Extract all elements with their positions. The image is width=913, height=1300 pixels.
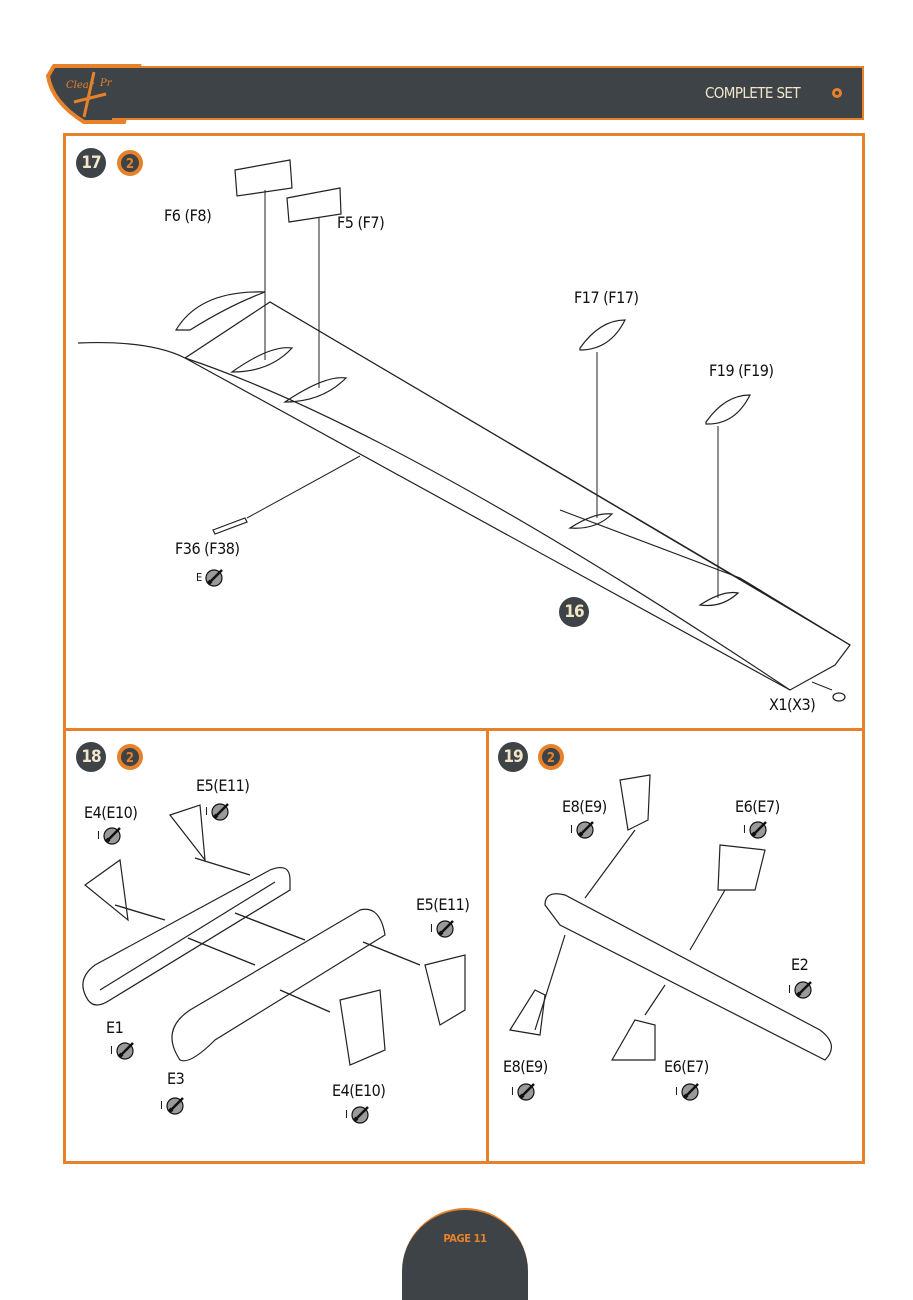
glue-brush-icon bbox=[103, 827, 121, 845]
svg-text:2: 2 bbox=[547, 751, 555, 766]
glue-type-letter: I bbox=[511, 1084, 514, 1098]
part-label: E3 bbox=[167, 1069, 185, 1088]
glue-marker: I bbox=[570, 819, 596, 839]
parts-step17 bbox=[212, 159, 846, 702]
repeat-2x-icon: 2 bbox=[538, 744, 564, 770]
glue-brush-icon bbox=[211, 803, 229, 821]
svg-text:Clear: Clear bbox=[66, 80, 95, 91]
glue-type-letter: I bbox=[743, 822, 746, 836]
glue-marker: I bbox=[511, 1081, 537, 1101]
bullet-icon bbox=[832, 88, 842, 98]
part-label: E8(E9) bbox=[503, 1057, 548, 1076]
glue-type-letter: I bbox=[205, 804, 208, 818]
instruction-frame bbox=[63, 133, 865, 1164]
wing-drawing bbox=[77, 291, 851, 691]
part-label: F36 (F38) bbox=[175, 539, 240, 558]
repeat-2x-icon: 2 bbox=[117, 150, 143, 176]
glue-marker: I bbox=[97, 825, 123, 845]
svg-text:Prop: Prop bbox=[99, 78, 125, 89]
glue-brush-icon bbox=[576, 821, 594, 839]
step-number-badge: 19 bbox=[498, 742, 528, 772]
glue-brush-icon bbox=[749, 821, 767, 839]
glue-marker: I bbox=[345, 1104, 371, 1124]
glue-type-letter: I bbox=[570, 822, 573, 836]
step-number-badge: 18 bbox=[76, 742, 106, 772]
glue-brush-icon bbox=[517, 1083, 535, 1101]
glue-marker: I bbox=[788, 979, 814, 999]
glue-type-letter: I bbox=[430, 921, 433, 935]
glue-type-letter: E bbox=[196, 570, 203, 584]
glue-brush-icon bbox=[681, 1083, 699, 1101]
glue-marker: I bbox=[160, 1095, 186, 1115]
glue-brush-icon bbox=[166, 1097, 184, 1115]
part-label: F17 (F17) bbox=[574, 288, 639, 307]
page-number: PAGE 11 bbox=[443, 1232, 487, 1245]
glue-type-letter: I bbox=[97, 828, 100, 842]
part-label: E6(E7) bbox=[664, 1057, 709, 1076]
glue-type-letter: I bbox=[675, 1084, 678, 1098]
part-label: F19 (F19) bbox=[709, 361, 774, 380]
arrows-step17 bbox=[246, 190, 833, 691]
svg-text:2: 2 bbox=[126, 751, 134, 766]
part-label: E5(E11) bbox=[196, 776, 250, 795]
glue-marker: I bbox=[675, 1081, 701, 1101]
glue-type-letter: I bbox=[160, 1098, 163, 1112]
part-label: F5 (F7) bbox=[337, 213, 385, 232]
repeat-2x-icon: 2 bbox=[117, 744, 143, 770]
glue-brush-icon bbox=[205, 569, 224, 587]
glue-type-letter: I bbox=[788, 982, 791, 996]
glue-marker: E bbox=[196, 567, 225, 587]
header-bar: COMPLETE SET bbox=[112, 66, 864, 120]
part-label: E4(E10) bbox=[332, 1081, 386, 1100]
glue-brush-icon bbox=[116, 1042, 134, 1060]
glue-marker: I bbox=[743, 819, 769, 839]
glue-marker: I bbox=[110, 1040, 136, 1060]
glue-brush-icon bbox=[351, 1106, 369, 1124]
divider bbox=[486, 728, 489, 1163]
part-label: E4(E10) bbox=[84, 803, 138, 822]
part-label: E2 bbox=[791, 955, 809, 974]
svg-text:2: 2 bbox=[126, 157, 134, 172]
pylon-drawing bbox=[509, 774, 832, 1061]
part-label: E5(E11) bbox=[416, 895, 470, 914]
part-label: E6(E7) bbox=[735, 797, 780, 816]
step-number-badge: 17 bbox=[76, 148, 106, 178]
glue-type-letter: I bbox=[345, 1107, 348, 1121]
glue-marker: I bbox=[205, 801, 231, 821]
glue-brush-icon bbox=[794, 981, 812, 999]
bomb-rack-drawing bbox=[82, 804, 466, 1066]
glue-brush-icon bbox=[436, 920, 454, 938]
glue-type-letter: I bbox=[110, 1043, 113, 1057]
divider bbox=[63, 728, 865, 731]
reference-step-badge: 16 bbox=[559, 597, 589, 627]
part-label: X1(X3) bbox=[769, 695, 816, 714]
part-label: E8(E9) bbox=[562, 797, 607, 816]
part-label: E1 bbox=[106, 1018, 124, 1037]
part-label: F6 (F8) bbox=[164, 206, 212, 225]
glue-marker: I bbox=[430, 918, 456, 938]
header-title: COMPLETE SET bbox=[704, 84, 801, 102]
